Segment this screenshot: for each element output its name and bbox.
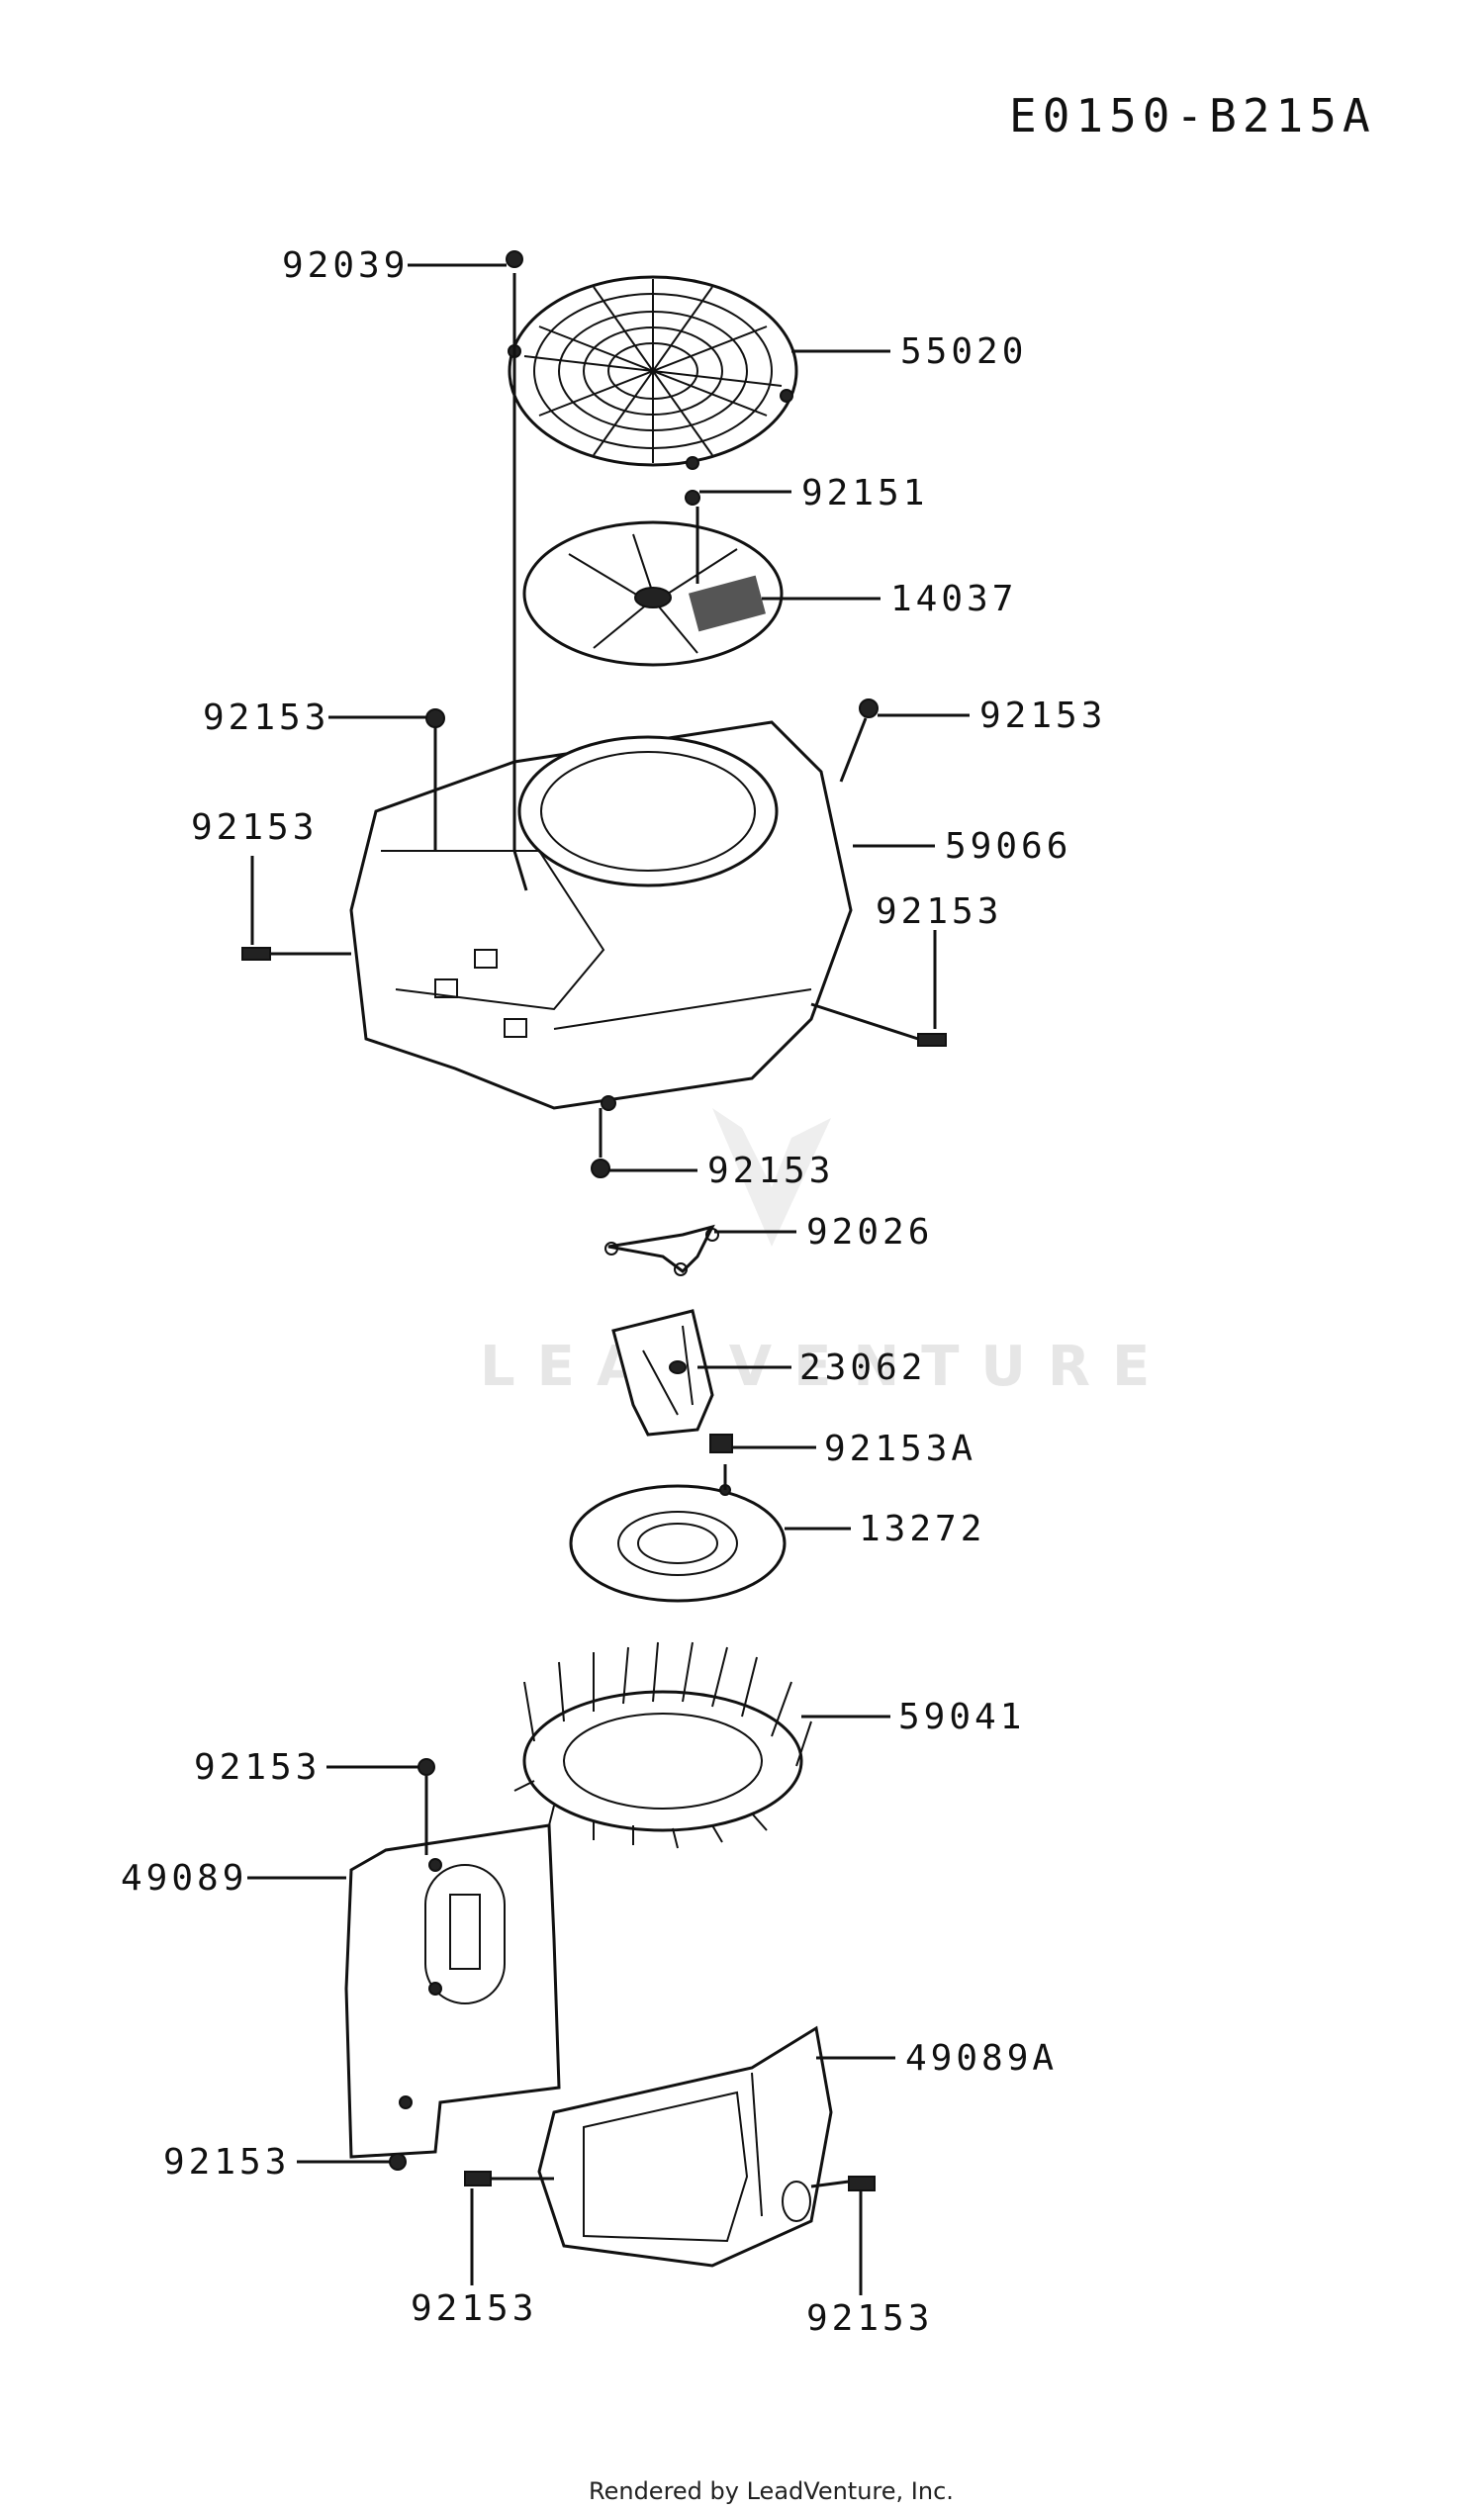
callout-92153-bottom-left[interactable]: 92153 xyxy=(411,2288,537,2329)
callout-13272[interactable]: 13272 xyxy=(859,1509,985,1549)
callout-23062[interactable]: 23062 xyxy=(799,1348,926,1388)
callout-49089[interactable]: 49089 xyxy=(121,1858,247,1899)
part-plate-14037[interactable] xyxy=(522,520,784,667)
callout-14037[interactable]: 14037 xyxy=(890,579,1017,619)
callout-92153-cover-top[interactable]: 92153 xyxy=(194,1747,321,1788)
callout-59041[interactable]: 59041 xyxy=(898,1697,1025,1737)
callout-92153-right-side[interactable]: 92153 xyxy=(876,891,1002,932)
callout-92039[interactable]: 92039 xyxy=(282,245,409,286)
footer-credit: Rendered by LeadVenture, Inc. xyxy=(589,2477,954,2505)
callout-92153A[interactable]: 92153A xyxy=(824,1429,976,1469)
callout-55020[interactable]: 55020 xyxy=(900,331,1027,372)
callout-92151[interactable]: 92151 xyxy=(801,473,928,513)
callout-92153-right-top[interactable]: 92153 xyxy=(979,696,1106,736)
callout-92153-bottom[interactable]: 92153 xyxy=(707,1151,834,1191)
callout-49089A[interactable]: 49089A xyxy=(905,2038,1058,2079)
part-plate-13272[interactable] xyxy=(569,1484,787,1603)
part-screen-55020[interactable] xyxy=(508,275,798,470)
diagram-code: E0150-B215A xyxy=(1009,89,1376,142)
leader-lines xyxy=(247,263,970,2295)
callout-92153-cover-bottom[interactable]: 92153 xyxy=(163,2142,290,2183)
callout-92153-left-top[interactable]: 92153 xyxy=(203,698,329,738)
callout-92153-left-side[interactable]: 92153 xyxy=(191,807,318,848)
part-guide-23062[interactable] xyxy=(611,1309,714,1437)
callout-labels: 92039 55020 92151 14037 92153 92153 9215… xyxy=(121,245,1106,2339)
part-cover-49089A[interactable] xyxy=(537,2025,833,2268)
callout-92153-bottom-right[interactable]: 92153 xyxy=(806,2298,933,2339)
watermark: LEADVENTURE xyxy=(480,1108,1171,1399)
watermark-text: LEADVENTURE xyxy=(480,1335,1171,1399)
callout-59066[interactable]: 59066 xyxy=(945,826,1071,867)
callout-92026[interactable]: 92026 xyxy=(806,1212,933,1253)
bolts xyxy=(241,250,947,2191)
part-fan-59041[interactable] xyxy=(513,1641,812,1849)
part-bracket-92026[interactable] xyxy=(604,1224,719,1276)
part-cover-49089[interactable] xyxy=(344,1823,561,2159)
part-blower-housing-59066[interactable] xyxy=(349,720,853,1111)
